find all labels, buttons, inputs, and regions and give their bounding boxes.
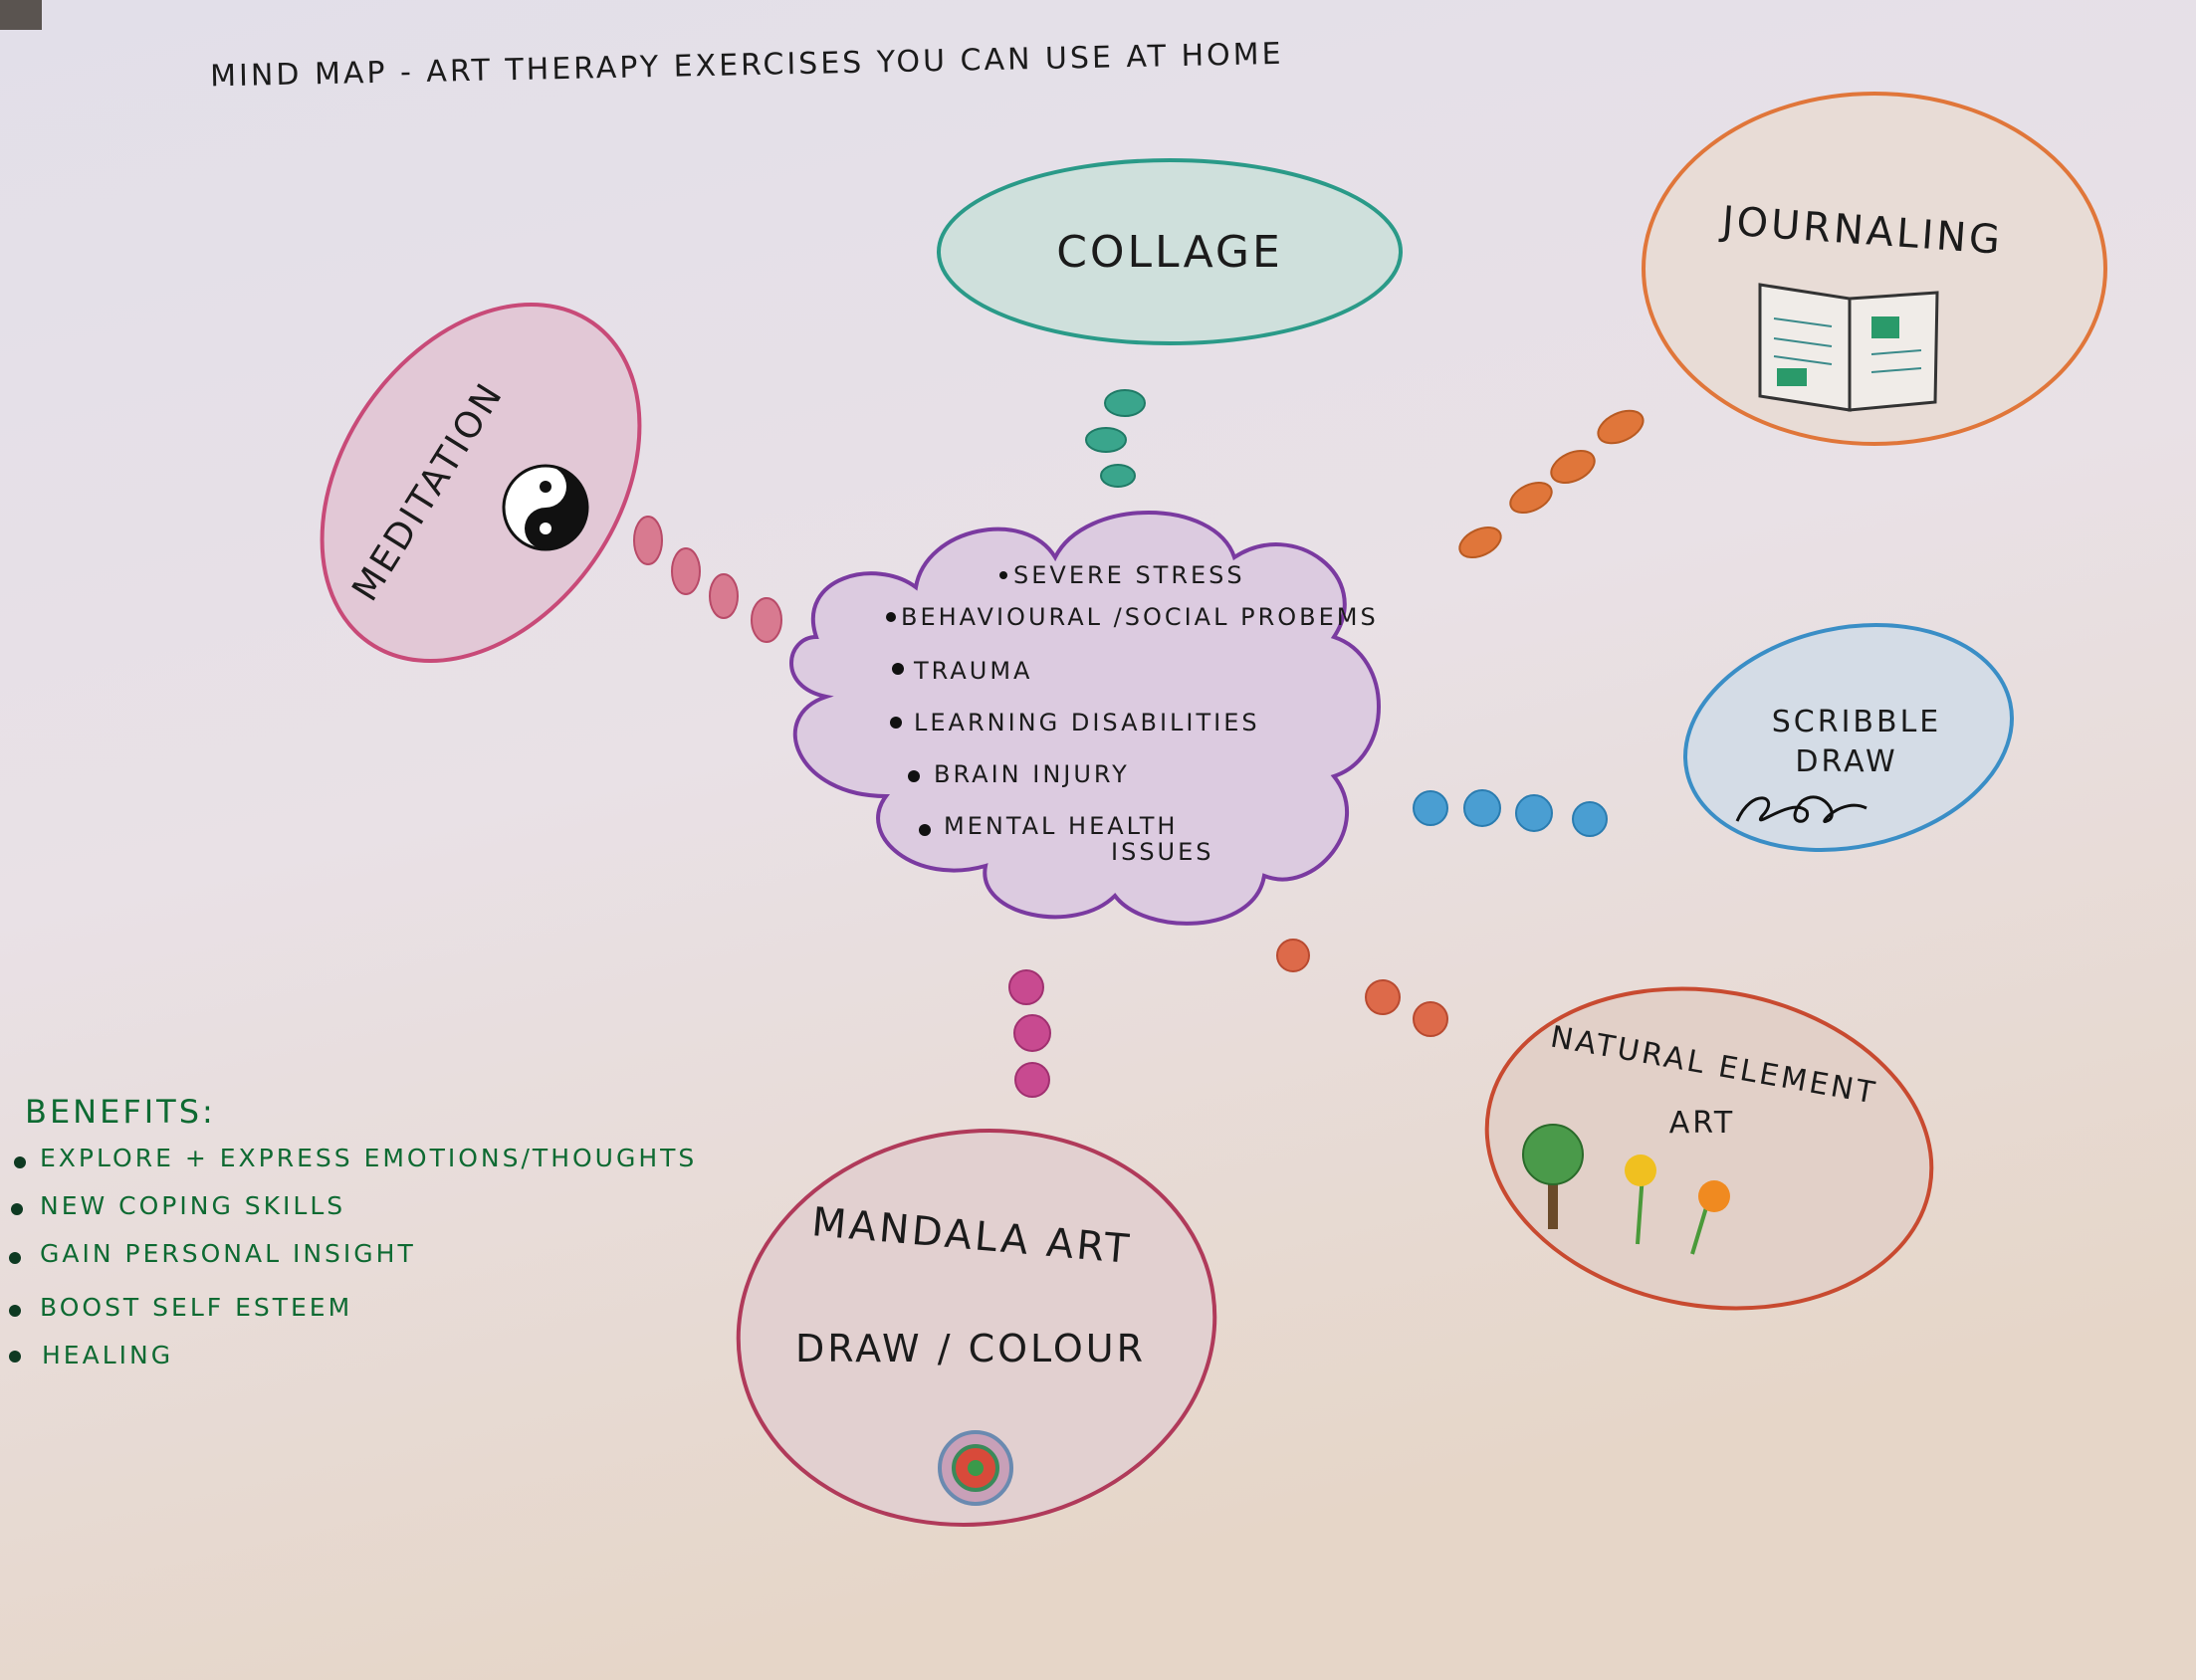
center-item: Learning disabilities xyxy=(914,709,1260,736)
draw-label: Draw xyxy=(1795,744,1897,779)
bullet-icons xyxy=(886,571,1007,836)
mandala-connector-dots xyxy=(1008,969,1051,1098)
node-scribble-draw: Scribble Draw xyxy=(1683,623,2014,852)
art-label: Art xyxy=(1669,1106,1736,1141)
node-meditation: Meditation xyxy=(320,302,642,664)
center-item: Severe stress xyxy=(1013,561,1245,589)
center-item: issues xyxy=(1111,838,1214,866)
benefit-item: Explore + express emotions/thoughts xyxy=(40,1144,697,1172)
benefit-bullet-icons xyxy=(9,1156,26,1363)
yin-yang-icon xyxy=(502,464,589,551)
center-item: Mental health xyxy=(944,812,1178,840)
benefit-item: Gain personal insight xyxy=(40,1239,416,1268)
benefit-item: Boost self esteem xyxy=(40,1293,352,1322)
benefits-list: Benefits: Explore + express emotions/tho… xyxy=(9,1093,697,1369)
collage-label: Collage xyxy=(1056,227,1283,278)
benefit-item: New coping skills xyxy=(40,1191,345,1220)
center-item: Brain injury xyxy=(934,760,1130,788)
draw-colour-label: Draw / Colour xyxy=(795,1327,1146,1370)
scribble-icon xyxy=(1735,795,1867,823)
scribble-connector-dots xyxy=(1413,789,1608,837)
meditation-connector-dots xyxy=(633,516,782,643)
corner-shadow xyxy=(0,0,42,30)
benefit-item: Healing xyxy=(42,1341,173,1369)
journaling-connector-dots xyxy=(1458,409,1645,559)
mandala-icon xyxy=(938,1430,1013,1506)
book-icon xyxy=(1758,283,1939,412)
tree-flowers-icon xyxy=(1522,1124,1730,1255)
collage-connector-dots xyxy=(1085,389,1146,488)
center-item: Behavioural /social probems xyxy=(901,603,1379,631)
central-cloud: Severe stress Behavioural /social probem… xyxy=(789,511,1381,926)
benefits-heading: Benefits: xyxy=(25,1093,216,1131)
node-journaling: Journaling xyxy=(1642,92,2107,446)
scribble-label: Scribble xyxy=(1772,705,1942,739)
node-collage: Collage xyxy=(937,158,1403,345)
natural-connector-dots xyxy=(1276,939,1448,1037)
node-natural-element-art: Natural Element Art xyxy=(1484,986,1934,1311)
node-mandala-art: Mandala Art Draw / Colour xyxy=(736,1129,1217,1527)
center-item: Trauma xyxy=(913,657,1032,685)
